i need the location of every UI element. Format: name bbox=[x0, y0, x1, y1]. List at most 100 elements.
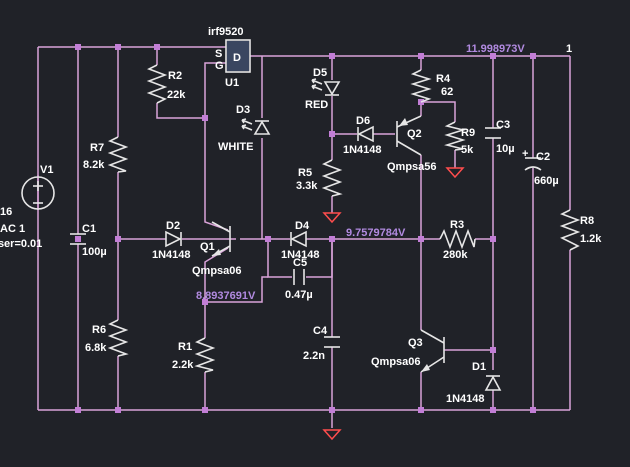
junction bbox=[202, 115, 208, 121]
u1-pin-g: G bbox=[215, 60, 224, 72]
r2-ref: R2 bbox=[168, 70, 182, 82]
junction bbox=[202, 407, 208, 413]
q3-emitter-arrow bbox=[421, 364, 430, 372]
d3-led[interactable]: D3 WHITE bbox=[218, 104, 271, 153]
c4-capacitor[interactable]: C4 2.2n bbox=[303, 325, 340, 362]
d3-color: WHITE bbox=[218, 141, 253, 153]
q1-ref: Q1 bbox=[200, 241, 215, 253]
junction bbox=[115, 236, 121, 242]
q1-transistor[interactable]: Q1 Qmpsa06 bbox=[192, 221, 242, 277]
r7-resistor[interactable]: R7 8.2k bbox=[83, 136, 129, 173]
u1-mosfet[interactable]: irf9520 U1 S D G bbox=[208, 26, 251, 89]
q1-collector bbox=[211, 221, 231, 233]
d5-light-arrow-1 bbox=[311, 78, 323, 85]
junction bbox=[418, 236, 424, 242]
r1-zigzag bbox=[194, 337, 216, 373]
d6-diode[interactable]: D6 1N4148 bbox=[343, 115, 382, 156]
u1-body bbox=[225, 39, 251, 73]
wire-q2-r9 bbox=[421, 101, 456, 122]
d1-diode[interactable]: D1 1N4148 bbox=[446, 361, 502, 405]
r2-value: 22k bbox=[167, 89, 186, 101]
r9-resistor[interactable]: R9 5k bbox=[444, 121, 475, 156]
r1-resistor[interactable]: R1 2.2k bbox=[172, 337, 216, 373]
d1-model: 1N4148 bbox=[446, 393, 485, 405]
u1-model: irf9520 bbox=[208, 26, 243, 38]
u1-pin-d: D bbox=[233, 52, 241, 64]
c1-value: 100µ bbox=[82, 246, 107, 258]
junction bbox=[530, 53, 536, 59]
junction bbox=[530, 407, 536, 413]
d5-led[interactable]: D5 RED bbox=[305, 67, 341, 111]
c3-value: 10µ bbox=[496, 143, 515, 155]
q2-model: Qmpsa56 bbox=[387, 161, 437, 173]
junction bbox=[490, 347, 496, 353]
junction bbox=[75, 236, 81, 242]
q1-model: Qmpsa06 bbox=[192, 265, 242, 277]
r7-ref: R7 bbox=[90, 142, 104, 154]
junction bbox=[115, 407, 121, 413]
v1-line1: 16 bbox=[0, 206, 12, 218]
d3-ref: D3 bbox=[236, 104, 250, 116]
ground-symbol-r9 bbox=[445, 167, 465, 179]
q2-transistor[interactable]: Q2 Qmpsa56 bbox=[387, 115, 437, 173]
d4-triangle bbox=[290, 230, 307, 248]
r9-value: 5k bbox=[461, 144, 474, 156]
q2-ref: Q2 bbox=[407, 128, 422, 140]
junction bbox=[329, 53, 335, 59]
r4-zigzag bbox=[410, 69, 432, 103]
r2-zigzag bbox=[146, 64, 168, 104]
c2-capacitor[interactable]: + C2 660µ bbox=[522, 148, 559, 187]
junction bbox=[75, 44, 81, 50]
d5-light-arrow-2 bbox=[311, 84, 323, 91]
net-label-out: 1 bbox=[566, 43, 572, 55]
r5-resistor[interactable]: R5 3.3k bbox=[296, 159, 343, 197]
r7-zigzag bbox=[107, 136, 129, 173]
q3-model: Qmpsa06 bbox=[371, 356, 421, 368]
d5-triangle bbox=[323, 81, 341, 96]
c2-plus: + bbox=[522, 148, 528, 160]
r1-ref: R1 bbox=[178, 341, 192, 353]
q3-transistor[interactable]: Q3 Qmpsa06 bbox=[371, 329, 445, 373]
r4-resistor[interactable]: R4 62 bbox=[410, 69, 453, 103]
r8-value: 1.2k bbox=[580, 233, 602, 245]
d2-diode[interactable]: D2 1N4148 bbox=[152, 220, 191, 261]
r8-resistor[interactable]: R8 1.2k bbox=[559, 209, 602, 251]
r6-resistor[interactable]: R6 6.8k bbox=[85, 319, 129, 357]
ground-symbol-main bbox=[322, 429, 342, 441]
r3-resistor[interactable]: R3 280k bbox=[439, 219, 476, 261]
junction bbox=[418, 53, 424, 59]
v1-ref: V1 bbox=[40, 164, 53, 176]
q3-ref: Q3 bbox=[408, 337, 423, 349]
c3-ref: C3 bbox=[496, 119, 510, 131]
q1-emitter-arrow bbox=[212, 249, 221, 256]
voltage-mid-node: 9.7579784V bbox=[346, 227, 406, 239]
d4-ref: D4 bbox=[295, 220, 310, 232]
junction bbox=[154, 44, 160, 50]
junction bbox=[115, 44, 121, 50]
r6-value: 6.8k bbox=[85, 342, 107, 354]
q2-collector bbox=[396, 140, 422, 156]
c2-value: 660µ bbox=[534, 175, 559, 187]
r2-resistor[interactable]: R2 22k bbox=[146, 64, 186, 104]
q3-collector bbox=[420, 329, 445, 344]
c3-capacitor[interactable]: C3 10µ bbox=[485, 119, 515, 155]
d4-diode[interactable]: D4 1N4148 bbox=[281, 220, 320, 261]
d6-ref: D6 bbox=[356, 115, 370, 127]
ground-symbol-r5 bbox=[322, 212, 342, 224]
c5-capacitor[interactable]: C5 0.47µ bbox=[285, 257, 313, 301]
r5-value: 3.3k bbox=[296, 180, 318, 192]
d5-color: RED bbox=[305, 99, 328, 111]
wire-emitter-c5 bbox=[205, 276, 268, 303]
junction bbox=[418, 407, 424, 413]
v1-line3: Rser=0.01 bbox=[0, 238, 42, 250]
c4-value: 2.2n bbox=[303, 350, 325, 362]
r8-ref: R8 bbox=[580, 215, 594, 227]
junction bbox=[490, 53, 496, 59]
junction bbox=[265, 236, 271, 242]
c1-capacitor[interactable]: C1 100µ bbox=[70, 223, 107, 258]
r1-value: 2.2k bbox=[172, 359, 194, 371]
c5-value: 0.47µ bbox=[285, 289, 313, 301]
grounds bbox=[322, 167, 465, 441]
v1-source[interactable]: V1 16 AC 1 Rser=0.01 bbox=[0, 164, 55, 250]
